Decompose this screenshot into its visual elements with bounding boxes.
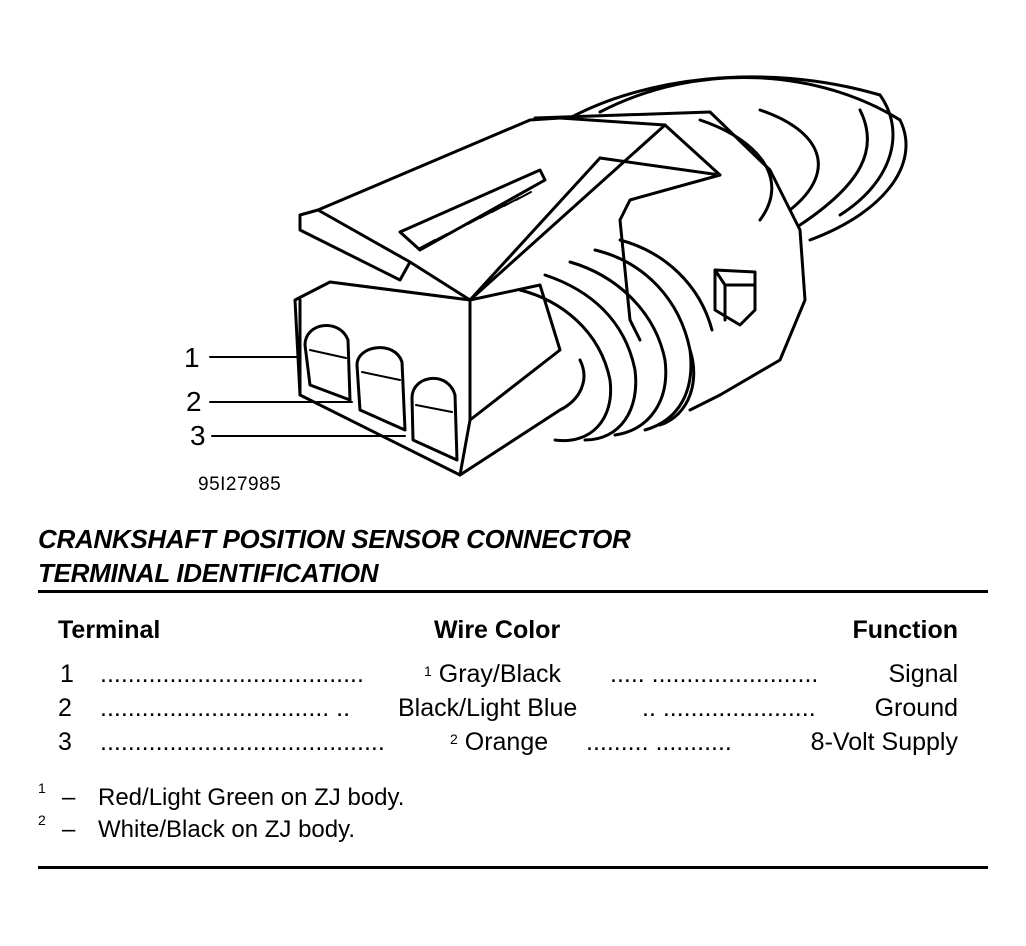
function: Ground — [874, 694, 958, 722]
connector-illustration — [209, 75, 908, 477]
terminal-cavities — [303, 324, 459, 462]
table-row: 3 ......................................… — [0, 728, 1026, 762]
header-function: Function — [852, 616, 958, 644]
callout-terminal-3: 3 — [190, 420, 206, 451]
dot-leader: ...................................... — [100, 660, 364, 688]
page-title: CRANKSHAFT POSITION SENSOR CONNECTOR — [38, 524, 631, 554]
callout-terminal-1: 1 — [184, 342, 200, 373]
footnote-marker: 2 — [38, 812, 46, 828]
wire-bundle — [568, 75, 908, 242]
wire-color: 1 Gray/Black — [424, 660, 561, 689]
terminal-number: 3 — [58, 728, 72, 756]
wire-color-text: Black/Light Blue — [398, 694, 578, 722]
callout-terminal-2: 2 — [186, 386, 202, 417]
dot-leader: .. ...................... — [642, 694, 816, 722]
function: 8-Volt Supply — [810, 728, 958, 756]
header-terminal: Terminal — [58, 616, 161, 644]
page-subtitle: TERMINAL IDENTIFICATION — [38, 558, 379, 588]
connector-rear-body — [533, 110, 807, 427]
figure-code: 95I27985 — [198, 474, 282, 495]
dot-leader: ..... ........................ — [610, 660, 819, 688]
footnote-marker: 2 — [450, 731, 458, 747]
dot-leader: ......... ........... — [586, 728, 732, 756]
footnote-dash: – — [62, 816, 76, 843]
terminal-number: 1 — [60, 660, 74, 688]
wire-color-text: Gray/Black — [438, 660, 562, 688]
table-row: 2 ................................. .. B… — [0, 694, 1026, 728]
latch-ribs — [419, 191, 532, 249]
footnote-dash: – — [62, 784, 76, 811]
dot-leader: ........................................… — [100, 728, 385, 756]
table-row: 1 ......................................… — [0, 660, 1026, 694]
footnote-text: White/Black on ZJ body. — [98, 816, 355, 843]
wire-color-text: Orange — [464, 728, 549, 756]
header-wire-color: Wire Color — [434, 616, 561, 644]
callout-leaders — [209, 356, 406, 437]
footnote-marker: 1 — [38, 780, 46, 796]
footnote-marker: 1 — [424, 663, 432, 679]
function: Signal — [888, 660, 959, 688]
seal-ribs — [518, 238, 714, 443]
dot-leader: ................................. .. — [100, 694, 351, 722]
divider-bottom — [38, 866, 988, 869]
wire-color: 2 Orange — [450, 728, 548, 757]
footnote-text: Red/Light Green on ZJ body. — [98, 784, 405, 811]
locking-latch — [298, 116, 722, 342]
divider-top — [38, 590, 988, 593]
connector-front-housing — [293, 280, 586, 477]
terminal-number: 2 — [58, 694, 72, 722]
